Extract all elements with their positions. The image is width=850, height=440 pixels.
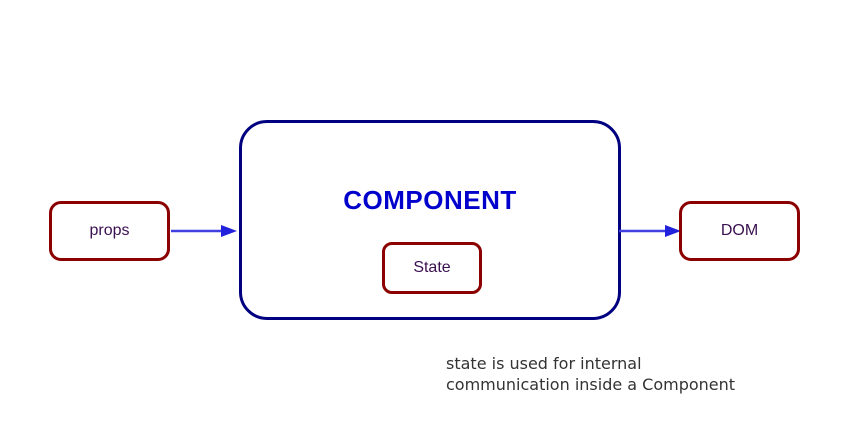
node-props[interactable]: props	[49, 201, 170, 261]
arrow-right-icon	[171, 225, 237, 237]
props-to-component-arrow	[171, 223, 237, 239]
node-dom[interactable]: DOM	[679, 201, 800, 261]
diagram-caption: state is used for internal communication…	[446, 354, 736, 394]
node-props-label: props	[89, 222, 130, 239]
component-to-dom-arrow	[619, 223, 681, 239]
node-state-label: State	[413, 259, 451, 276]
node-component[interactable]: COMPONENT State	[239, 120, 621, 320]
node-state[interactable]: State	[382, 242, 482, 294]
node-dom-label: DOM	[720, 222, 759, 239]
component-title: COMPONENT	[343, 185, 517, 215]
arrow-right-icon	[619, 225, 681, 237]
